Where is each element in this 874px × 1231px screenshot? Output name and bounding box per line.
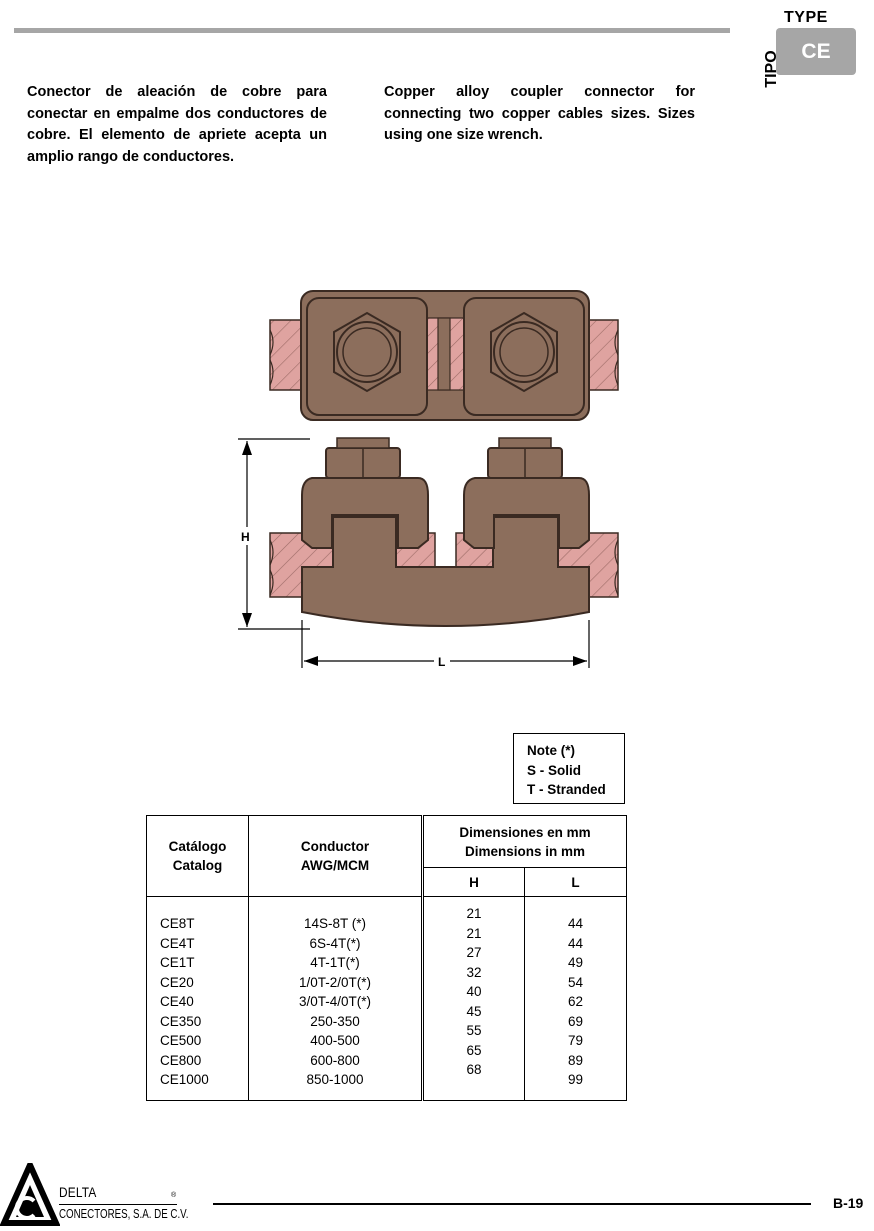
description-en: Copper alloy coupler connector for conne…: [384, 84, 695, 143]
dim-h-label: H: [241, 530, 250, 544]
header-catalog-es: Catálogo: [168, 839, 227, 854]
dimension-l-value: 49: [567, 955, 584, 970]
header-dims-en: Dimensions in mm: [464, 843, 586, 859]
catalog-number: CE20: [160, 974, 194, 990]
header-catalog: Catálogo Catalog: [146, 815, 249, 897]
header-l: L: [524, 867, 627, 897]
conductor-range: 1/0T-2/0T(*): [298, 974, 372, 990]
dimension-h-value: 32: [466, 964, 482, 980]
catalog-number: CE8T: [160, 916, 195, 931]
dimension-h-value: 65: [466, 1042, 482, 1058]
type-code: CE: [801, 39, 831, 63]
description-es: Conector de aleación de cobre para conec…: [27, 84, 327, 165]
delta-logo-icon: [0, 1163, 60, 1226]
conductor-range: 3/0T-4/0T(*): [298, 994, 372, 1009]
conductor-range: 6S-4T(*): [309, 935, 361, 951]
dim-l-label: L: [438, 655, 445, 669]
dimension-l-value: 54: [567, 974, 584, 990]
dimension-l-value: 89: [567, 1052, 584, 1068]
conductor-range: 4T-1T(*): [310, 955, 360, 970]
dimension-l-value: 44: [567, 935, 584, 951]
conductor-range: 14S-8T (*): [303, 916, 367, 931]
logo-registered: ®: [171, 1192, 177, 1199]
note-title: Note (*): [527, 743, 575, 758]
catalog-number: CE1000: [160, 1072, 209, 1087]
dimension-h-value: 40: [466, 984, 482, 999]
catalog-number: CE40: [160, 994, 194, 1009]
dimension-l-value: 99: [567, 1072, 584, 1087]
catalog-number: CE800: [160, 1052, 202, 1068]
type-code-badge: CE: [776, 28, 856, 75]
conductor-range: 850-1000: [306, 1072, 364, 1087]
logo-rule: [59, 1204, 177, 1205]
header-conductor-label: Conductor: [300, 839, 370, 854]
conductor-list: 14S-8T (*) 6S-4T(*) 4T-1T(*) 1/0T-2/0T(*) 3/…: [248, 896, 422, 1101]
header-catalog-en: Catalog: [172, 858, 223, 873]
dimension-l: [301, 620, 590, 668]
header-conductor-units: AWG/MCM: [300, 858, 370, 873]
note-box: Note (*) S - Solid T - Stranded: [513, 733, 625, 804]
conductor-range: 400-500: [310, 1033, 360, 1048]
h-list: 21 21 27 32 40 45 55 65 68: [423, 896, 525, 1101]
footer-rule: [213, 1203, 811, 1205]
catalog-table: Catálogo Catalog Conductor AWG/MCM Dimen…: [146, 815, 627, 1101]
dimension-h-value: 21: [466, 925, 482, 941]
page-number: B-19: [833, 1195, 864, 1211]
dimension-l-value: 79: [567, 1033, 584, 1048]
header-rule: [14, 28, 730, 33]
logo-name: DELTA: [59, 1184, 97, 1200]
logo-company: CONECTORES, S.A. DE C.V.: [59, 1207, 189, 1221]
dimension-h-value: 68: [466, 1062, 482, 1077]
catalog-number: CE4T: [160, 935, 195, 951]
side-view: [269, 437, 619, 627]
header-dims-es: Dimensiones en mm: [459, 824, 591, 840]
note-solid: S - Solid: [527, 762, 581, 778]
dimension-l-value: 62: [567, 994, 584, 1009]
dimension-h-value: 27: [466, 945, 482, 960]
conductor-range: 600-800: [310, 1052, 360, 1068]
l-list: 44 44 49 54 62 69 79 89 99: [524, 896, 627, 1101]
dimension-l-value: 44: [567, 916, 584, 931]
top-view: [269, 290, 619, 421]
connector-drawing: H L: [238, 290, 619, 669]
body-base: [301, 516, 590, 627]
dimension-l-value: 69: [567, 1013, 584, 1029]
dimension-h-value: 21: [466, 906, 482, 921]
dimension-h: [238, 438, 310, 630]
conductor-range: 250-350: [310, 1013, 360, 1029]
dimension-h-value: 45: [466, 1003, 482, 1019]
header-h: H: [423, 867, 525, 897]
dimension-h-value: 55: [466, 1023, 482, 1038]
note-stranded: T - Stranded: [527, 782, 606, 797]
catalog-number: CE500: [160, 1033, 202, 1048]
catalog-number: CE1T: [160, 955, 195, 970]
type-label: TYPE: [784, 9, 828, 26]
header-dimensions: Dimensiones en mm Dimensions in mm: [423, 815, 627, 868]
header-conductor: Conductor AWG/MCM: [248, 815, 422, 897]
catalog-number: CE350: [160, 1013, 202, 1029]
